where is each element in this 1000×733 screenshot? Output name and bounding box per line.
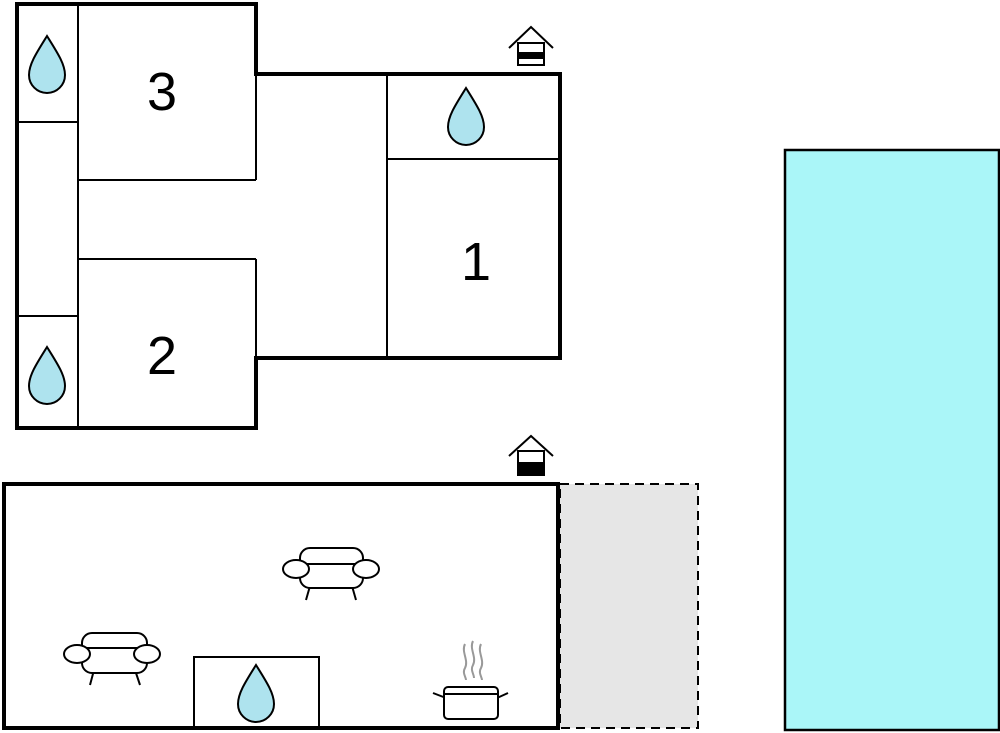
- terrace: [559, 483, 699, 729]
- water-drop-icon: [27, 34, 67, 94]
- upper-building: 3 2 1: [15, 2, 562, 430]
- upper-building-outline: [15, 2, 562, 430]
- room-number-2: 2: [147, 326, 177, 386]
- sofa-icon: [63, 632, 161, 686]
- lower-bathroom: [193, 656, 320, 729]
- house-entrance-icon: [508, 434, 554, 476]
- house-entrance-icon: [508, 25, 554, 66]
- cooking-pot-icon: [432, 640, 509, 720]
- swimming-pool: [783, 148, 1000, 732]
- water-drop-icon: [27, 345, 67, 405]
- sofa-icon: [282, 547, 380, 601]
- room-number-1: 1: [461, 232, 491, 292]
- water-drop-icon: [236, 663, 276, 723]
- water-drop-icon: [446, 86, 486, 146]
- room-number-3: 3: [147, 62, 177, 122]
- lower-building: [2, 434, 699, 730]
